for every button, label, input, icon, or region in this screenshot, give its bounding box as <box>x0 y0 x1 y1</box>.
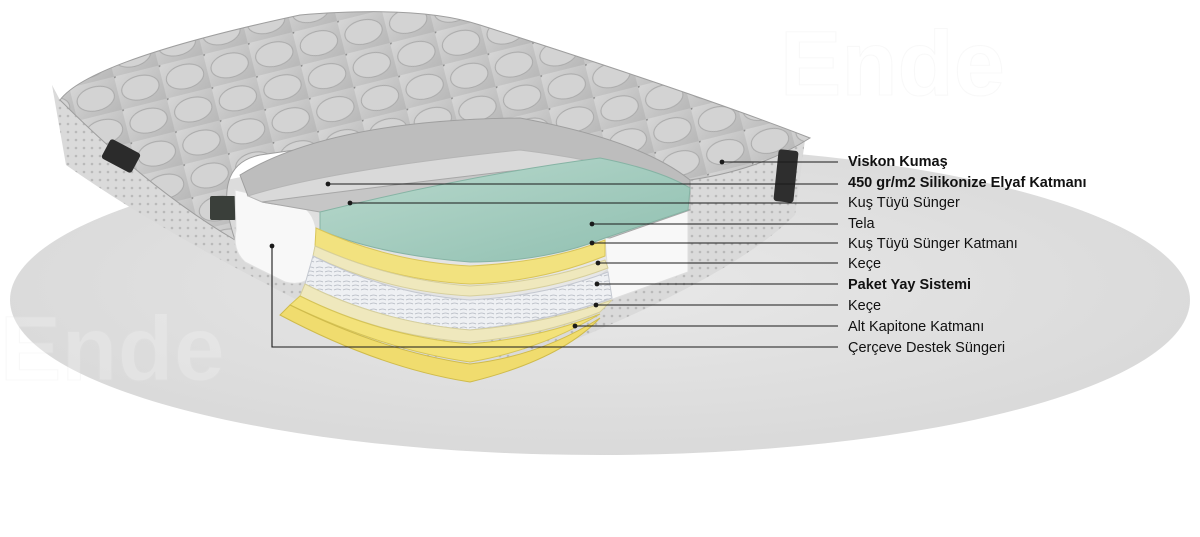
label-felt-top: Keçe <box>848 256 882 272</box>
svg-text:Ende: Ende <box>0 298 225 400</box>
leader-lines <box>271 161 838 348</box>
leader-dots <box>269 159 725 329</box>
svg-text:Ende: Ende <box>780 13 1005 115</box>
label-frame-support-foam: Çerçeve Destek Süngeri <box>848 340 1006 356</box>
bottom-quilt-layer <box>289 295 601 363</box>
frame-support-foam <box>279 304 601 383</box>
felt-bottom-layer <box>299 283 613 343</box>
felt-top-layer <box>312 245 609 297</box>
label-feather-foam-layer: Kuş Tüyü Sünger Katmanı <box>848 236 1018 252</box>
watermark-logo: Ende Ende <box>0 13 1005 401</box>
support-foam-left <box>234 189 317 284</box>
logo-patch <box>210 196 236 220</box>
label-tag <box>101 139 141 173</box>
label-bottom-quilt-layer: Alt Kapitone Katmanı <box>848 319 985 335</box>
label-felt-bottom: Keçe <box>848 298 882 314</box>
label-feather-foam: Kuş Tüyü Sünger <box>848 195 960 211</box>
label-viscose-fabric: Viskon Kumaş <box>848 154 948 170</box>
label-pocket-spring-system: Paket Yay Sistemi <box>848 277 972 293</box>
label-siliconized-fiber-layer: 450 gr/m2 Silikonize Elyaf Katmanı <box>848 175 1087 191</box>
label-tela: Tela <box>848 216 875 232</box>
tela-layer <box>314 227 606 285</box>
handle-patch <box>773 149 799 203</box>
